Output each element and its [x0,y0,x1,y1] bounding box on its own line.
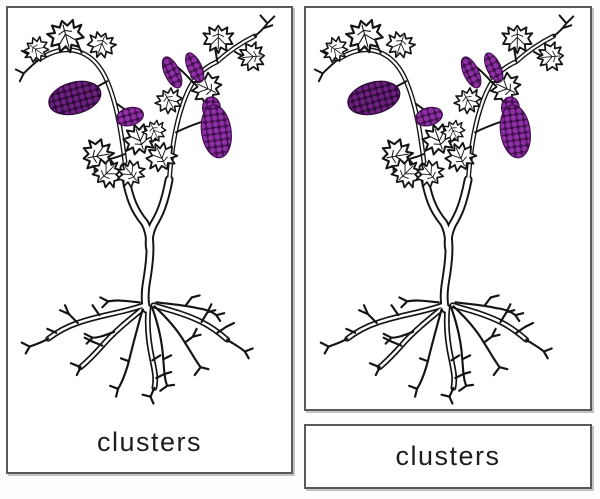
grapevine-drawing [14,14,276,405]
vine-roots [20,294,254,405]
grapevine-illustration [14,14,276,405]
grape-cluster-dark [48,80,102,116]
grape-clusters [48,52,232,159]
right-card-label: clusters [395,441,501,471]
grape-cluster-stripe-2 [184,52,205,83]
grapevine-illustration [308,10,589,408]
grape-cluster-right-large [200,104,232,159]
right-picture-card [304,6,592,411]
right-label-card: clusters [304,424,592,489]
left-card-label: clusters [96,427,203,457]
grape-cluster-small [115,106,144,127]
grape-cluster-stripe-1 [161,56,183,89]
left-nomenclature-card: clusters [6,6,293,474]
